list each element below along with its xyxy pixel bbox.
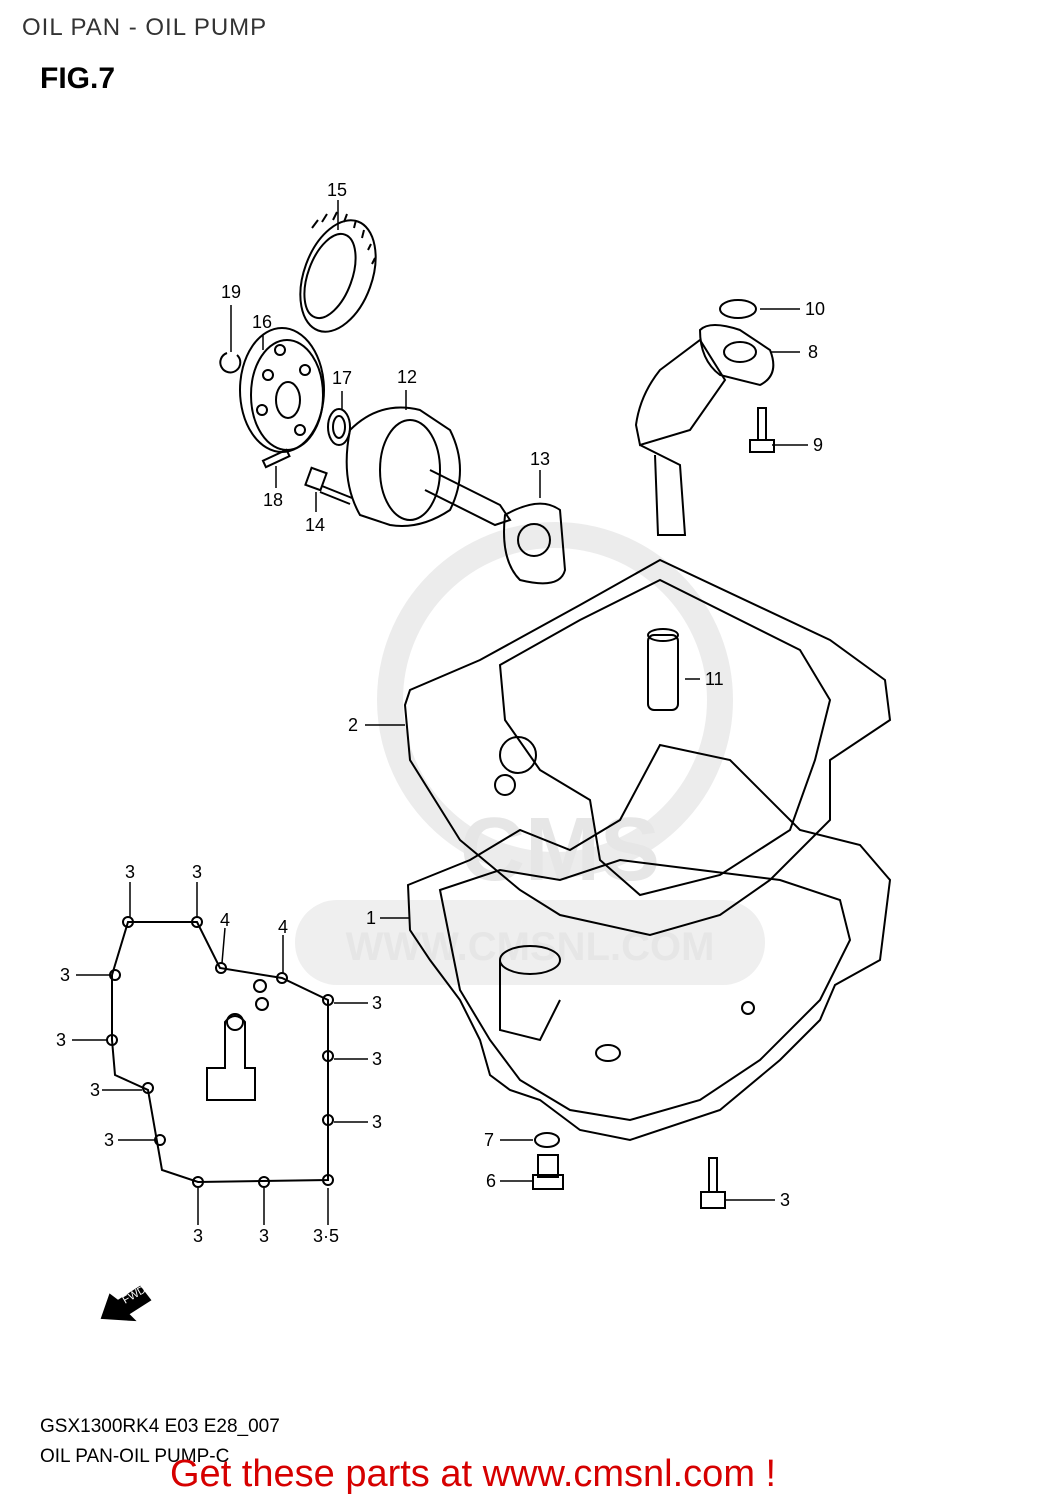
part-1-oil-pan [406,743,892,1142]
callout-3: 3 [372,993,382,1013]
callout-17: 17 [332,368,352,388]
part-18-pin [261,448,291,469]
oil-pan-bottom-plate [106,916,334,1188]
part-14-bolt [304,466,353,505]
callout-3: 3 [193,1226,203,1246]
callout-19: 19 [221,282,241,302]
callout-1: 1 [366,908,376,928]
callout-18: 18 [263,490,283,510]
callout-3: 3 [780,1190,790,1210]
callout-4: 4 [278,917,288,937]
callout-3: 3 [56,1030,66,1050]
part-9-bolt [749,407,775,453]
figure-label: FIG.7 [40,62,116,95]
callout-3: 3 [60,965,70,985]
part-17-washer [327,408,351,446]
callout-11: 11 [705,669,724,689]
callout-8: 8 [808,342,818,362]
leader-lines [72,200,808,1225]
part-16-sprocket [239,327,325,453]
part-19-circlip [219,352,242,374]
callout-10: 10 [805,299,825,319]
part-11-dowel-pin [647,628,679,711]
promo-link[interactable]: Get these parts at www.cmsnl.com ! [170,1453,777,1495]
callout-15: 15 [327,180,347,200]
part-6-drain-plug [532,1154,564,1190]
part-3-bolt [700,1157,726,1209]
callout-2: 2 [348,715,358,735]
callout-3: 3 [90,1080,100,1100]
callout-13: 13 [530,449,550,469]
callout-14: 14 [305,515,325,535]
callout-3: 3 [104,1130,114,1150]
callout-6: 6 [486,1171,496,1191]
part-8-oil-strainer [634,324,775,536]
callout-4: 4 [220,910,230,930]
part-2-pan-gasket [403,558,892,937]
callout-3: 3 [372,1049,382,1069]
callout-12: 12 [397,367,417,387]
page-title: OIL PAN - OIL PUMP [22,14,268,41]
callout-9: 9 [813,435,823,455]
callout-3: 3 [259,1226,269,1246]
callout-3-5: 3·5 [313,1226,339,1246]
callout-7: 7 [484,1130,494,1150]
part-13-gasket [503,502,567,585]
part-15-gear-ring [299,211,377,333]
part-10-o-ring [719,299,757,319]
callout-3: 3 [125,862,135,882]
callout-3: 3 [192,862,202,882]
callout-16: 16 [252,312,272,332]
part-12-oil-pump [345,406,512,527]
callout-labels: 15 19 16 17 12 13 18 14 10 8 9 11 2 1 3 … [56,180,825,1246]
model-code: GSX1300RK4 E03 E28_007 [40,1416,280,1437]
diagram-name: OIL PAN-OIL PUMP-C [40,1446,230,1467]
callout-3: 3 [372,1112,382,1132]
forward-arrow-icon [100,1285,152,1322]
part-7-washer [534,1132,560,1148]
